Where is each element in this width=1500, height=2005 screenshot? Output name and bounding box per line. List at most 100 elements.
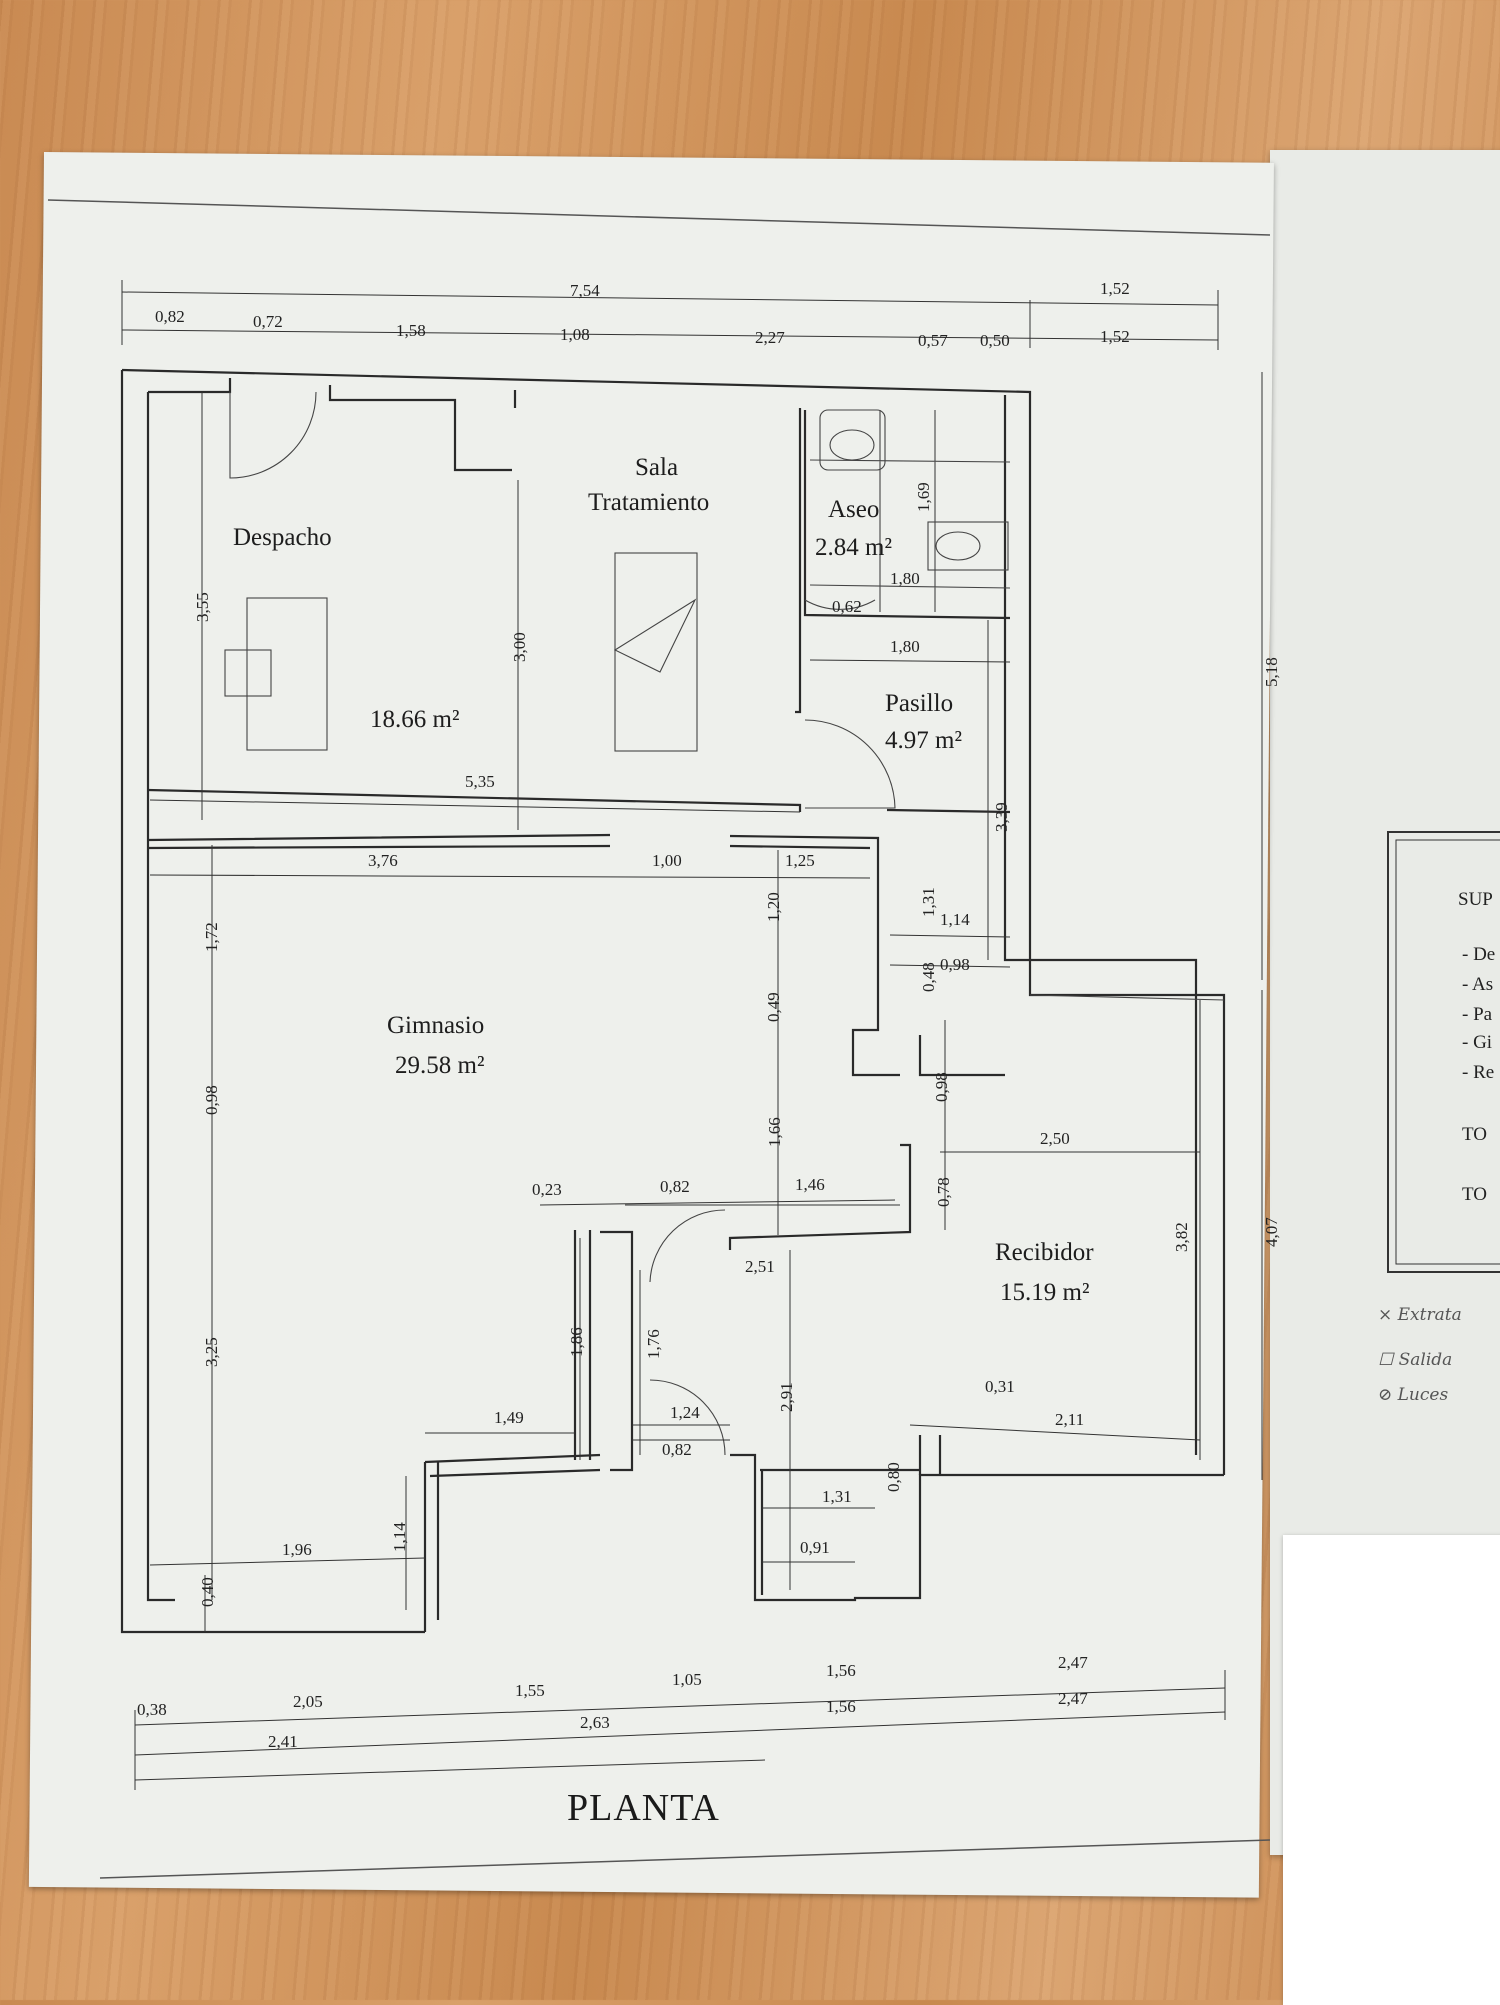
dim-bottom-2-63: 2,63 xyxy=(580,1713,610,1732)
dim-right-5-18: 5,18 xyxy=(1262,657,1281,687)
summary-item-0: - De xyxy=(1462,944,1495,965)
dim-2-51: 2,51 xyxy=(745,1257,775,1276)
dim-3-00: 3,00 xyxy=(510,632,529,662)
room-gimnasio-area: 29.58 m² xyxy=(395,1052,484,1079)
plan-title: PLANTA xyxy=(567,1787,720,1829)
dim-top-7: 1,52 xyxy=(1100,327,1130,346)
outer-walls xyxy=(120,368,1226,1634)
dim-1-24: 1,24 xyxy=(670,1403,700,1422)
furniture xyxy=(224,409,1011,752)
dim-3-55: 3,55 xyxy=(193,592,212,622)
dim-bottom-1-05: 1,05 xyxy=(672,1670,702,1689)
dim-0-40: 0,40 xyxy=(198,1577,217,1607)
top-dimensions: 7,54 1,52 0,82 0,72 1,58 1,08 2,27 0,57 … xyxy=(121,279,1219,350)
dim-1-46: 1,46 xyxy=(795,1175,825,1194)
dim-1-96: 1,96 xyxy=(282,1540,312,1559)
dim-1-20: 1,20 xyxy=(764,892,783,922)
dim-1-80-a: 1,80 xyxy=(890,569,920,588)
dim-top-0: 0,82 xyxy=(155,307,185,326)
dim-1-66: 1,66 xyxy=(765,1117,784,1147)
summary-item-3: - Gi xyxy=(1462,1032,1492,1053)
room-labels: Despacho 18.66 m² Sala Tratamiento Aseo … xyxy=(233,454,1094,1306)
sink-icon xyxy=(819,409,886,471)
area-summary-panel: SUP - De - As - Pa - Gi - Re TO TO xyxy=(1387,831,1500,1273)
dim-top-total: 7,54 xyxy=(570,281,600,300)
dim-1-80-b: 1,80 xyxy=(890,637,920,656)
dim-bottom-2-41: 2,41 xyxy=(268,1732,298,1751)
interior-walls xyxy=(147,385,1224,1632)
summary-total-0: TO xyxy=(1462,1124,1487,1145)
doors xyxy=(229,391,896,1456)
dim-3-39: 3,39 xyxy=(992,802,1011,832)
dim-0-49: 0,49 xyxy=(764,992,783,1022)
dim-2-50: 2,50 xyxy=(1040,1129,1070,1148)
dim-0-48: 0,48 xyxy=(919,962,938,992)
room-sala-label: Sala xyxy=(635,454,678,481)
room-pasillo-area: 4.97 m² xyxy=(885,727,962,754)
dim-0-80: 0,80 xyxy=(884,1462,903,1492)
room-aseo-area: 2.84 m² xyxy=(815,534,892,561)
dim-0-78: 0,78 xyxy=(934,1177,953,1207)
desk xyxy=(246,597,328,751)
dim-5-35: 5,35 xyxy=(465,772,495,791)
dim-3-82: 3,82 xyxy=(1172,1222,1191,1252)
dim-2-91: 2,91 xyxy=(777,1382,796,1412)
inner-dimension-texts: 3,55 3,00 5,35 1,69 1,80 0,62 1,80 3,39 … xyxy=(193,482,1191,1607)
dim-top-4: 2,27 xyxy=(755,328,785,347)
room-gimnasio-label: Gimnasio xyxy=(387,1012,484,1039)
summary-item-2: - Pa xyxy=(1462,1004,1493,1025)
inner-dimension-lines xyxy=(149,372,1263,1632)
summary-item-1: - As xyxy=(1462,974,1493,995)
summary-heading: SUP xyxy=(1458,889,1493,910)
dim-0-98-c: 0,98 xyxy=(932,1072,951,1102)
dim-1-76: 1,76 xyxy=(644,1329,663,1359)
dim-1-72: 1,72 xyxy=(202,922,221,952)
dim-0-82-a: 0,82 xyxy=(660,1177,690,1196)
treatment-bed xyxy=(614,552,698,752)
sheet-bottom-border xyxy=(99,1839,1271,1879)
summary-item-4: - Re xyxy=(1462,1062,1494,1083)
dim-1-00: 1,00 xyxy=(652,851,682,870)
dim-bottom-1-55: 1,55 xyxy=(515,1681,545,1700)
room-aseo-label: Aseo xyxy=(828,496,879,523)
room-despacho-label: Despacho xyxy=(233,524,332,551)
dim-bottom-2-47-a: 2,47 xyxy=(1058,1653,1088,1672)
dim-0-91: 0,91 xyxy=(800,1538,830,1557)
dim-1-31-b: 1,31 xyxy=(822,1487,852,1506)
room-recibidor-area: 15.19 m² xyxy=(1000,1279,1089,1306)
dim-2-11: 2,11 xyxy=(1055,1410,1084,1429)
room-tratamiento-label: Tratamiento xyxy=(588,489,709,516)
room-pasillo-label: Pasillo xyxy=(885,690,953,717)
dim-bottom-2-05: 2,05 xyxy=(293,1692,323,1711)
dim-bottom-2-47-b: 2,47 xyxy=(1058,1689,1088,1708)
chair xyxy=(224,649,272,697)
dim-3-25: 3,25 xyxy=(202,1337,221,1367)
room-recibidor-label: Recibidor xyxy=(995,1239,1094,1266)
summary-total-1: TO xyxy=(1462,1184,1487,1205)
white-note-paper xyxy=(1283,1535,1500,2005)
dim-1-69: 1,69 xyxy=(914,482,933,512)
dim-1-31: 1,31 xyxy=(919,887,938,917)
dim-0-98-a: 0,98 xyxy=(940,955,970,974)
dim-1-86: 1,86 xyxy=(567,1327,586,1357)
handwritten-legend: × Extrata ☐ Salida ⊘ Luces xyxy=(1378,1305,1462,1405)
dim-1-49: 1,49 xyxy=(494,1408,524,1427)
dim-3-76: 3,76 xyxy=(368,851,398,870)
dim-top-5: 0,57 xyxy=(918,331,948,350)
bottom-dimensions: 1,55 1,05 1,56 2,47 0,38 2,05 1,56 2,47 … xyxy=(134,1653,1226,1790)
dim-top-3: 1,08 xyxy=(560,325,590,344)
room-despacho-area: 18.66 m² xyxy=(370,706,459,733)
legend-extraction: × Extrata xyxy=(1378,1305,1462,1325)
dim-bottom-0-38: 0,38 xyxy=(137,1700,167,1719)
dim-right-4-07: 4,07 xyxy=(1262,1217,1281,1247)
dim-1-14-b: 1,14 xyxy=(390,1522,409,1552)
dim-top-2: 1,58 xyxy=(396,321,426,340)
dim-bottom-1-56-b: 1,56 xyxy=(826,1697,856,1716)
dim-0-98-b: 0,98 xyxy=(202,1085,221,1115)
dim-1-25: 1,25 xyxy=(785,851,815,870)
dim-0-82-b: 0,82 xyxy=(662,1440,692,1459)
dim-0-62: 0,62 xyxy=(832,597,862,616)
toilet-icon xyxy=(927,521,1009,571)
legend-outlet: ☐ Salida xyxy=(1378,1350,1452,1370)
